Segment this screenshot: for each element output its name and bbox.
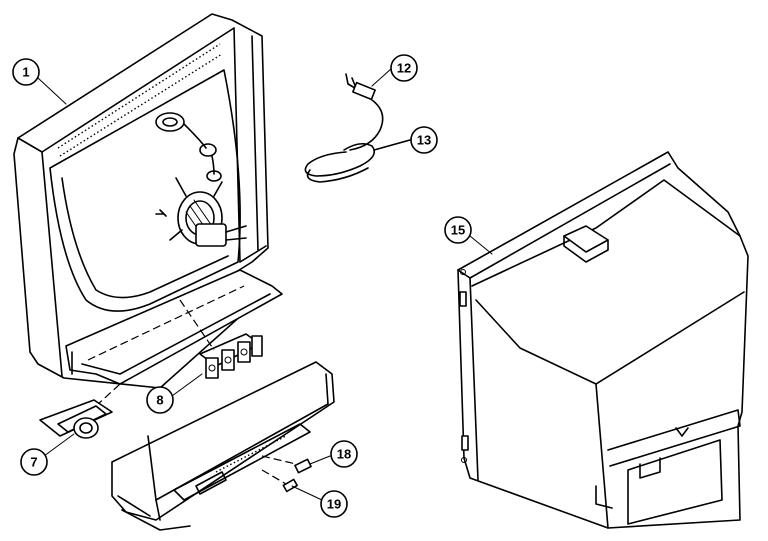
callout-12-label: 12 bbox=[397, 61, 411, 76]
callout-8-label: 8 bbox=[156, 393, 163, 408]
front-bezel-part bbox=[111, 361, 335, 531]
callout-13-label: 13 bbox=[417, 133, 431, 148]
leader-lines bbox=[37, 67, 493, 501]
power-cord-part bbox=[345, 73, 384, 151]
callout-13: 13 bbox=[410, 126, 438, 154]
callout-1: 1 bbox=[12, 58, 40, 86]
callout-7-label: 7 bbox=[30, 455, 37, 470]
callout-8: 8 bbox=[146, 386, 174, 414]
callout-12: 12 bbox=[390, 54, 418, 82]
callout-1-label: 1 bbox=[22, 65, 29, 80]
callout-15-label: 15 bbox=[451, 223, 465, 238]
control-knob-part bbox=[39, 399, 113, 439]
callout-18: 18 bbox=[330, 440, 358, 468]
front-cabinet-part bbox=[13, 13, 283, 407]
callout-19-label: 19 bbox=[327, 497, 341, 512]
back-cover-part bbox=[457, 151, 749, 529]
antenna-cord-part bbox=[304, 139, 411, 183]
callout-7: 7 bbox=[20, 448, 48, 476]
callout-15: 15 bbox=[444, 216, 472, 244]
callout-18-label: 18 bbox=[337, 447, 351, 462]
av-jack-block bbox=[199, 333, 263, 379]
callout-19: 19 bbox=[320, 490, 348, 518]
